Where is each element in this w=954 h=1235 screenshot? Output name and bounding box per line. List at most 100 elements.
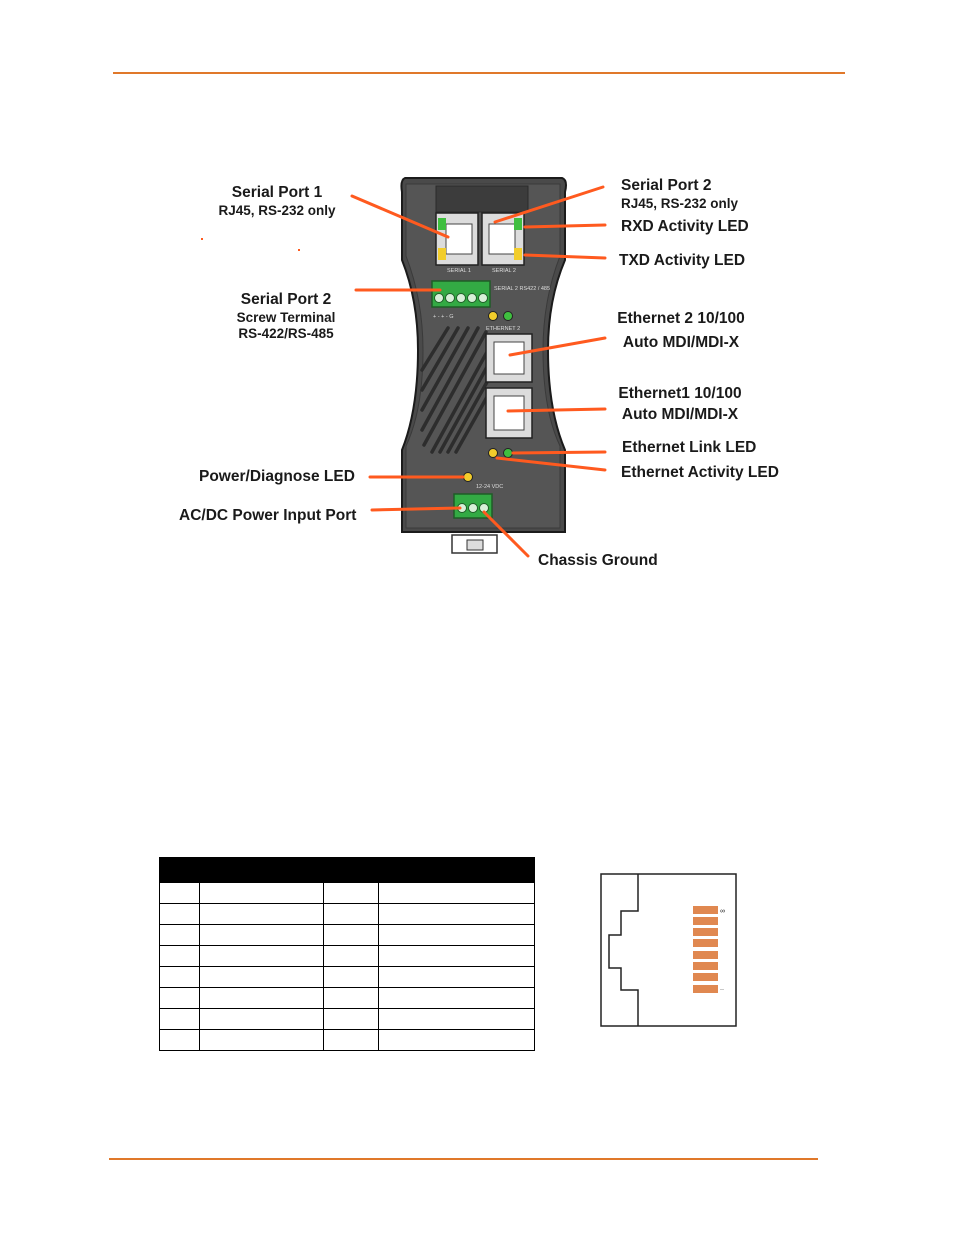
table-cell (378, 945, 535, 967)
din-clip-slot (466, 539, 484, 551)
serial1-device-label: SERIAL 1 (447, 268, 471, 274)
table-cell (322, 882, 380, 904)
serial-port-2-opening (488, 223, 516, 255)
screw-terminal-5 (478, 293, 488, 303)
table-cell (322, 903, 380, 925)
serial-port-1-opening (445, 223, 473, 255)
arrow-serial-port-2 (493, 185, 605, 224)
table-cell (322, 987, 380, 1009)
serial2-device-label: SERIAL 2 (492, 268, 516, 274)
screw-terminal-3 (456, 293, 466, 303)
callout-chassis-ground: Chassis Ground (538, 552, 658, 569)
pin-table-body (159, 882, 535, 1051)
table-row (159, 924, 535, 946)
txd-led (514, 248, 522, 260)
callout-arrows (350, 185, 607, 558)
callout-rxd-led: RXD Activity LED (621, 218, 749, 235)
callout-power-input: AC/DC Power Input Port (179, 507, 357, 524)
table-cell (198, 903, 324, 925)
arrow-ethernet-2 (508, 336, 607, 357)
table-cell (378, 1008, 535, 1030)
pin-table-header (159, 857, 535, 883)
table-row (159, 1008, 535, 1030)
rj45-pin-contacts (693, 906, 718, 993)
table-cell (378, 987, 535, 1009)
serial-port-1-led-yellow (438, 248, 446, 260)
table-row (159, 987, 535, 1009)
table-cell (322, 1008, 380, 1030)
ethernet-link-led (503, 448, 513, 458)
table-cell (198, 924, 324, 946)
ethernet-activity-led (488, 448, 498, 458)
footer-rule (109, 1158, 818, 1160)
terminal-device-label: SERIAL 2 RS422 / 485 (494, 286, 550, 292)
table-cell (198, 966, 324, 988)
arrow-power-input (370, 506, 462, 512)
rj45-outline (600, 873, 737, 1027)
table-row (159, 903, 535, 925)
table-cell (159, 882, 200, 904)
table-cell (159, 1029, 200, 1051)
arrow-serial-port-1 (350, 194, 450, 239)
table-cell (378, 1029, 535, 1051)
arrow-ethernet-link-led (511, 450, 607, 455)
table-cell (159, 1008, 200, 1030)
table-row (159, 966, 535, 988)
table-cell (159, 903, 200, 925)
callout-serial-port-2-screw: Serial Port 2 Screw Terminal RS-422/RS-4… (236, 291, 336, 341)
ethernet-1-opening (493, 395, 525, 431)
ethernet-2-opening (493, 341, 525, 375)
callout-ethernet-1: Ethernet1 10/100 Auto MDI/MDI-X (618, 385, 742, 423)
serial-port-1-led-green (438, 218, 446, 230)
table-cell (159, 987, 200, 1009)
arrow-chassis-ground (482, 510, 530, 558)
table-cell (378, 882, 535, 904)
top-panel (435, 185, 529, 213)
callout-ethernet-2: Ethernet 2 10/100 Auto MDI/MDI-X (617, 310, 745, 351)
table-row (159, 1029, 535, 1051)
arrow-txd-led (523, 253, 607, 260)
pin-table (159, 857, 535, 1051)
svg-text:∞: ∞ (720, 908, 725, 915)
callout-ethernet-link-led: Ethernet Link LED (622, 439, 757, 456)
arrow-ethernet-activity-led (495, 456, 607, 472)
table-cell (159, 924, 200, 946)
vent-slots (420, 326, 489, 454)
header-rule (113, 72, 845, 74)
table-cell (322, 966, 380, 988)
table-cell (378, 903, 535, 925)
screw-terminal-1 (434, 293, 444, 303)
table-row (159, 882, 535, 904)
callout-serial-port-1: Serial Port 1 RJ45, RS-232 only (218, 184, 336, 218)
table-cell (322, 1029, 380, 1051)
svg-text:+ - + - G: + - + - G (433, 314, 453, 320)
screw-terminal-4 (467, 293, 477, 303)
power-diagnose-led (463, 472, 473, 482)
table-cell (378, 924, 535, 946)
table-cell (198, 987, 324, 1009)
rj45-tab-outline (608, 874, 639, 1026)
table-cell (322, 945, 380, 967)
arrow-rxd-led (523, 223, 607, 229)
callout-txd-led: TXD Activity LED (619, 252, 746, 269)
callout-serial-port-2-rj45: Serial Port 2 RJ45, RS-232 only (621, 177, 739, 211)
svg-text:—: — (720, 986, 724, 991)
arrow-ethernet-1 (506, 407, 607, 413)
table-cell (378, 966, 535, 988)
table-cell (159, 966, 200, 988)
terminal-led-yellow (488, 311, 498, 321)
power-device-label: 12-24 VDC (476, 484, 503, 490)
callout-power-led: Power/Diagnose LED (199, 468, 355, 485)
table-cell (159, 945, 200, 967)
table-cell (322, 924, 380, 946)
table-cell (198, 945, 324, 967)
ethernet2-device-label: ETHERNET 2 (486, 326, 520, 332)
table-cell (198, 1008, 324, 1030)
rxd-led (514, 218, 522, 230)
terminal-led-green (503, 311, 513, 321)
table-cell (198, 882, 324, 904)
table-row (159, 945, 535, 967)
screw-terminal-2 (445, 293, 455, 303)
callout-ethernet-activity-led: Ethernet Activity LED (621, 464, 779, 481)
